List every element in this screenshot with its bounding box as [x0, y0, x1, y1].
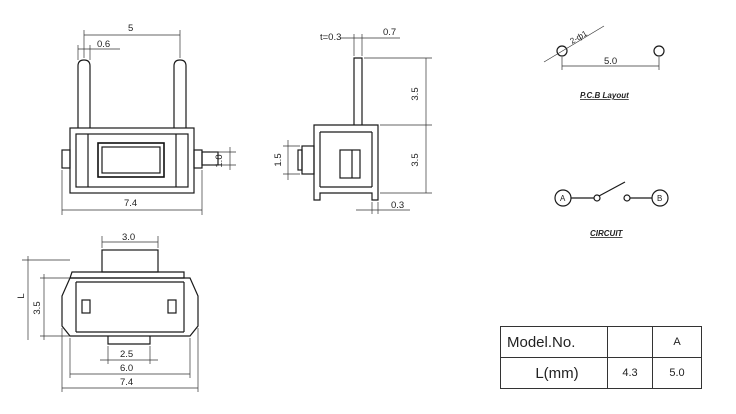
row-val2: 5.0: [652, 357, 702, 389]
dim-button-height: 1.0: [214, 154, 225, 167]
side-view: t=0.3 0.7 3.5 3.5 1.5 0.3: [273, 27, 432, 214]
top-view: 3.0 L 3.5 2.5 6.0 7.4: [16, 232, 199, 392]
dim-bottom: 0.3: [391, 200, 404, 211]
circuit-label: CIRCUIT: [590, 229, 624, 238]
dim-inner: 2.5: [120, 349, 133, 360]
pcb-layout-label: P.C.B Layout: [580, 91, 629, 100]
dim-base: 6.0: [120, 363, 133, 374]
dim-thickness: t=0.3: [320, 32, 341, 43]
circuit: A B CIRCUIT: [554, 181, 669, 238]
dim-body-width: 7.4: [124, 198, 137, 209]
front-view: 5 0.6 1.0 7.4: [61, 23, 236, 215]
dim-pin-width: 0.7: [383, 27, 396, 38]
row-label: L(mm): [500, 357, 608, 389]
table-row: Model.No. A: [500, 326, 702, 358]
terminal-b: B: [657, 194, 662, 203]
dim-pin-height: 3.5: [410, 87, 421, 100]
row-val1: 4.3: [607, 357, 653, 389]
header-col3: A: [652, 326, 702, 358]
dim-width-top: 5: [128, 23, 133, 34]
dim-overall: 7.4: [120, 377, 133, 388]
dim-body-height: 3.5: [410, 153, 421, 166]
header-model: Model.No.: [500, 326, 608, 358]
dim-actuator: 1.5: [273, 153, 284, 166]
header-col2: [607, 326, 653, 358]
dim-hole: 2-ф1: [569, 29, 590, 46]
table-row: L(mm) 4.3 5.0: [500, 357, 702, 389]
model-table: Model.No. A L(mm) 4.3 5.0: [500, 326, 702, 389]
dim-height-L: L: [16, 293, 27, 298]
dim-height: 3.5: [32, 301, 43, 314]
terminal-a: A: [560, 194, 566, 203]
dim-pin: 0.6: [97, 39, 110, 50]
dim-actuator-width: 3.0: [122, 232, 135, 243]
dim-pitch: 5.0: [604, 56, 617, 67]
pcb-layout: 2-ф1 5.0 P.C.B Layout: [543, 25, 665, 100]
